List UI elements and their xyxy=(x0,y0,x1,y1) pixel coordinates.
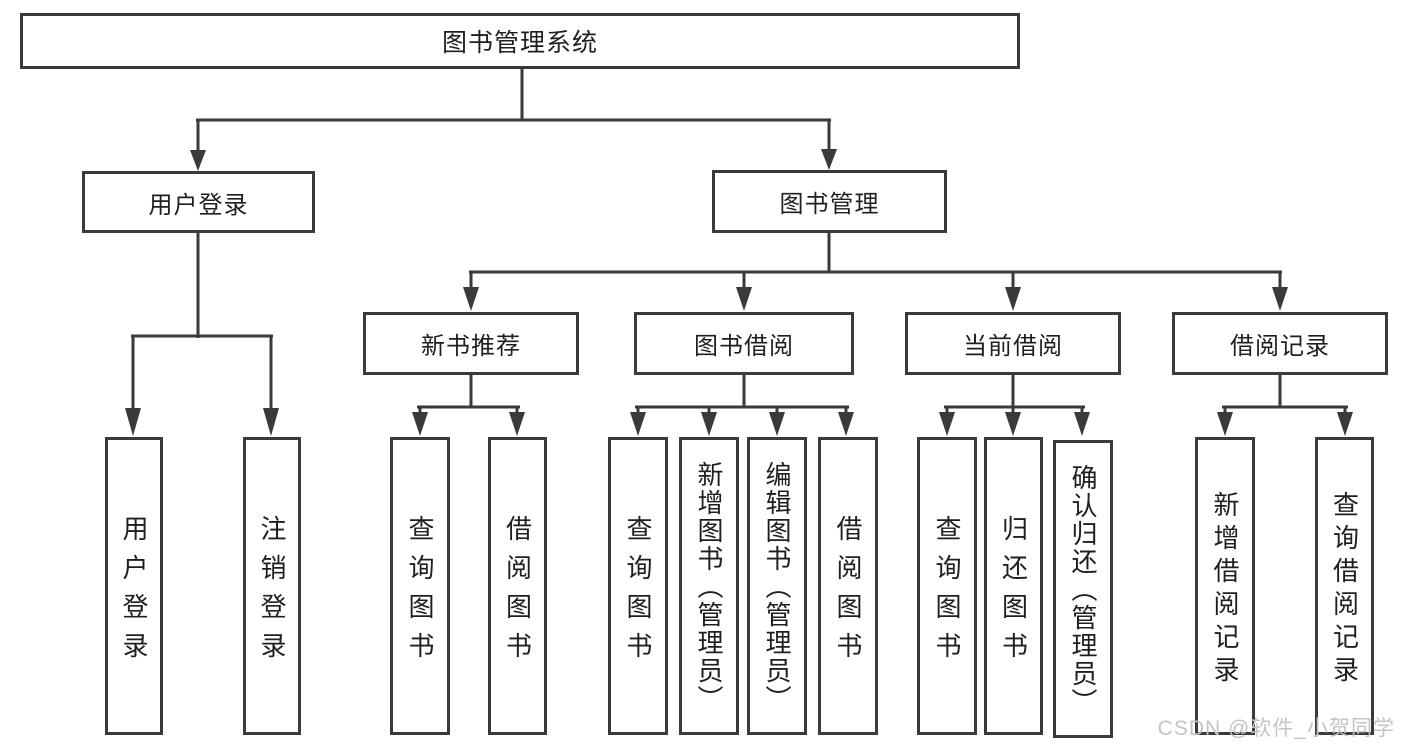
node-current-borrow: 当前借阅 xyxy=(905,312,1121,375)
node-borrow-record: 借阅记录 xyxy=(1172,312,1388,375)
leaf-borrow-book-2: 借阅图书 xyxy=(818,437,878,735)
leaf-user-login: 用户登录 xyxy=(105,437,163,735)
node-book-borrow: 图书借阅 xyxy=(634,312,854,375)
node-new-book-recommend: 新书推荐 xyxy=(363,312,579,375)
leaf-query-book-3: 查询图书 xyxy=(917,437,977,735)
leaf-query-borrow-record: 查询借阅记录 xyxy=(1315,437,1374,735)
node-user-login: 用户登录 xyxy=(82,171,315,233)
node-book-management: 图书管理 xyxy=(712,170,947,233)
leaf-return-book: 归还图书 xyxy=(984,437,1043,735)
leaf-query-book-1: 查询图书 xyxy=(390,437,450,735)
leaf-borrow-book-1: 借阅图书 xyxy=(488,437,547,735)
leaf-logout: 注销登录 xyxy=(243,437,301,735)
leaf-confirm-return-admin: 确认归还（管理员） xyxy=(1053,440,1113,738)
node-root: 图书管理系统 xyxy=(20,13,1020,69)
csdn-watermark: CSDN @软件_小贺同学 xyxy=(1157,717,1395,740)
leaf-query-book-2: 查询图书 xyxy=(608,437,668,735)
leaf-add-borrow-record: 新增借阅记录 xyxy=(1195,437,1255,735)
leaf-edit-book-admin: 编辑图书（管理员） xyxy=(747,437,807,735)
leaf-add-book-admin: 新增图书（管理员） xyxy=(679,437,739,735)
